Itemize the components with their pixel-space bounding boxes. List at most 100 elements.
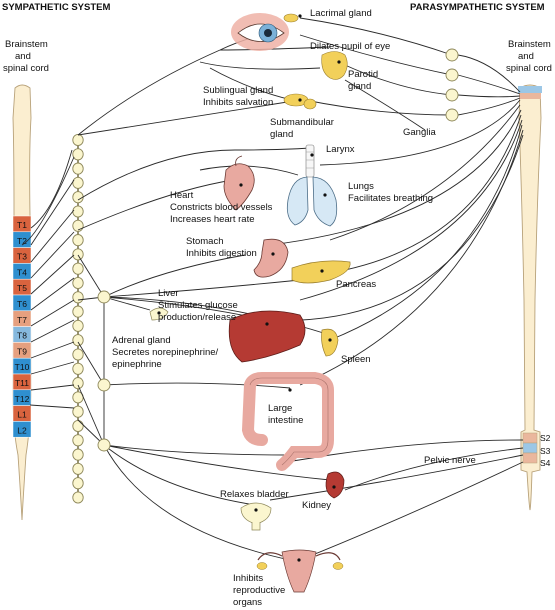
chain-ganglion xyxy=(72,276,84,290)
heart-label-line-1: Heart xyxy=(170,190,194,201)
stomach-illustration xyxy=(253,238,289,278)
chain-ganglion xyxy=(72,362,84,375)
pancreas-illustration xyxy=(291,260,351,284)
chain-ganglion xyxy=(72,176,84,189)
adrenal-label-line-2: Secretes norepinephrine/ xyxy=(112,347,219,358)
pancreas-label: Pancreas xyxy=(336,279,376,290)
stomach-label-line-2: Inhibits digestion xyxy=(186,248,257,259)
chain-ganglion xyxy=(72,133,84,147)
chain-ganglion xyxy=(72,234,84,247)
chain-ganglion xyxy=(72,462,84,475)
eye-illustration xyxy=(231,13,289,51)
intestine-label-line-2: intestine xyxy=(268,415,303,426)
right-cord-label-line-2: and xyxy=(518,51,534,62)
intestine-label-line-1: Large xyxy=(268,403,292,414)
segment-label-t3: T3 xyxy=(17,252,27,262)
larynx-label: Larynx xyxy=(326,144,355,155)
pupil-label: Dilates pupil of eye xyxy=(310,41,390,52)
pelvic-nerve-label: Pelvic nerve xyxy=(424,455,476,466)
parasympathetic-ganglion-3 xyxy=(445,88,459,102)
chain-ganglion xyxy=(72,477,84,490)
segment-label-t7: T7 xyxy=(17,315,27,325)
left-cord-label-line-2: and xyxy=(15,51,31,62)
kidney-illustration xyxy=(325,471,345,499)
segment-label-l2: L2 xyxy=(17,425,27,435)
bladder-illustration xyxy=(240,502,272,531)
right-cord-label-line-1: Brainstem xyxy=(508,39,551,50)
parotid-gland-illustration xyxy=(321,51,348,80)
chain-ganglion xyxy=(72,191,84,204)
chain-ganglion xyxy=(72,205,84,218)
liver-illustration xyxy=(228,310,306,363)
stomach-label-line-1: Stomach xyxy=(186,236,224,247)
sublingual-label-line-1: Sublingual gland xyxy=(203,85,273,96)
chain-ganglion xyxy=(72,248,84,261)
spleen-illustration xyxy=(321,328,339,357)
parasympathetic-ganglion-2 xyxy=(445,68,459,82)
segment-label-t9: T9 xyxy=(17,346,27,356)
heart-label-line-2: Constricts blood vessels xyxy=(170,202,273,213)
segment-label-t10: T10 xyxy=(15,362,30,372)
segment-label-t1: T1 xyxy=(17,220,27,230)
sympathetic-chain-ganglia xyxy=(72,133,84,504)
left-cord-label: Brainstem and spinal cord xyxy=(3,39,49,74)
salivary-glands-illustration xyxy=(283,93,317,110)
bladder-label: Relaxes bladder xyxy=(220,489,289,500)
segment-label-l1: L1 xyxy=(17,410,27,420)
left-cord-label-line-1: Brainstem xyxy=(5,39,48,50)
submandibular-label-line-1: Submandibular xyxy=(270,117,334,128)
reproductive-organs-illustration xyxy=(256,549,344,593)
right-cord-label: Brainstem and spinal cord xyxy=(506,39,552,74)
parasympathetic-ganglion-1 xyxy=(445,48,459,62)
chain-ganglion xyxy=(72,448,84,461)
heart-illustration xyxy=(223,155,255,211)
larynx-illustration xyxy=(305,144,315,178)
chain-ganglion xyxy=(72,434,84,447)
celiac-ganglion xyxy=(97,290,111,304)
sacral-label-s2: S2 xyxy=(540,433,551,443)
segment-label-t12: T12 xyxy=(15,394,30,404)
kidney-label: Kidney xyxy=(302,500,331,511)
reproductive-label-line-1: Inhibits xyxy=(233,573,263,584)
parotid-label-line-2: gland xyxy=(348,81,371,92)
chain-ganglion xyxy=(72,305,84,318)
lungs-label-line-2: Facilitates breathing xyxy=(348,193,433,204)
reproductive-label-line-2: reproductive xyxy=(233,585,285,596)
chain-ganglion xyxy=(72,262,84,275)
lungs-label-line-1: Lungs xyxy=(348,181,374,192)
sacral-label-s3: S3 xyxy=(540,446,551,456)
chain-ganglion xyxy=(72,348,84,361)
chain-ganglion xyxy=(72,334,84,347)
segment-label-t11: T11 xyxy=(15,378,29,388)
sympathetic-header: SYMPATHETIC SYSTEM xyxy=(2,2,110,13)
chain-ganglion xyxy=(72,419,84,433)
lungs-illustration xyxy=(286,176,338,227)
superior-mesenteric-ganglion xyxy=(97,378,111,392)
chain-ganglion xyxy=(72,148,84,161)
parotid-label-line-1: Parotid xyxy=(348,69,378,80)
right-spinal-cord xyxy=(518,84,542,511)
lacrimal-gland-illustration xyxy=(283,13,302,23)
large-intestine-illustration xyxy=(241,372,334,471)
parasympathetic-header: PARASYMPATHETIC SYSTEM xyxy=(410,2,545,13)
chain-ganglion xyxy=(72,377,84,390)
adrenal-gland-illustration xyxy=(149,307,169,321)
sacral-label-s4: S4 xyxy=(540,458,551,468)
chain-ganglion xyxy=(72,162,84,175)
liver-label-line-1: Liver xyxy=(158,288,179,299)
segment-block-l2 xyxy=(12,421,32,438)
ganglia-label: Ganglia xyxy=(403,127,436,138)
adrenal-label-line-1: Adrenal gland xyxy=(112,335,171,346)
left-cord-label-line-3: spinal cord xyxy=(3,63,49,74)
right-cord-label-line-3: spinal cord xyxy=(506,63,552,74)
submandibular-label-line-2: gland xyxy=(270,129,293,140)
heart-label-line-3: Increases heart rate xyxy=(170,214,255,225)
reproductive-label-line-3: organs xyxy=(233,597,262,608)
segment-label-t8: T8 xyxy=(17,331,27,341)
liver-label-line-2: Stimulates glucose xyxy=(158,300,238,311)
adrenal-label-line-3: epinephrine xyxy=(112,359,162,370)
lacrimal-gland-label: Lacrimal gland xyxy=(310,8,372,19)
sublingual-label-line-2: Inhibits salvation xyxy=(203,97,273,108)
spleen-label: Spleen xyxy=(341,354,371,365)
chain-ganglion xyxy=(72,405,84,418)
